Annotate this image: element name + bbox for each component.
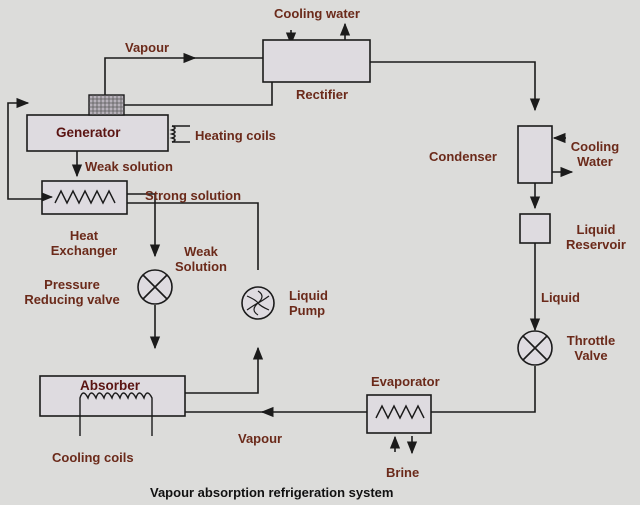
label-throttle-valve: Throttle Valve (566, 333, 616, 363)
heat-exchanger-zigzag (54, 189, 116, 205)
heat-exchanger-box (41, 180, 128, 215)
pipe-pump-to-hx (127, 202, 259, 270)
label-vapour-top: Vapour (125, 40, 170, 55)
pipe-hx-to-generator (7, 97, 42, 200)
pipe-throttle-to-evaporator (430, 366, 536, 413)
label-pressure-reducing-valve: Pressure Reducing valve (24, 277, 120, 307)
diagram-caption: Vapour absorption refrigeration system (150, 485, 394, 500)
label-liquid-pump: Liquid Pump (289, 288, 328, 318)
pipe-rectifier-to-condenser (370, 61, 541, 112)
throttle-valve-symbol (517, 330, 553, 366)
heating-coil-lines (172, 125, 190, 143)
rectifier-box (262, 39, 371, 83)
label-condenser: Condenser (429, 149, 497, 164)
pipe-absorber-to-pump (185, 346, 264, 394)
label-rectifier: Rectifier (296, 87, 349, 102)
label-vapour-bottom: Vapour (238, 431, 283, 446)
pressure-reducing-valve-symbol (137, 269, 173, 305)
label-liquid: Liquid (541, 290, 580, 305)
label-heating-coils: Heating coils (195, 128, 276, 143)
label-strong-solution: Strong solution (145, 188, 242, 203)
pipe-generator-to-rectifier (104, 52, 197, 95)
generator-box (26, 114, 169, 152)
liquid-reservoir-box (519, 213, 551, 244)
label-brine: Brine (386, 465, 420, 480)
label-cooling-water-right: Cooling Water (570, 139, 620, 169)
label-absorber: Absorber (80, 378, 141, 393)
label-cooling-water-top: Cooling water (274, 6, 360, 21)
pipe-hx-to-valve (127, 193, 161, 258)
label-weak-solution-1: Weak solution (85, 159, 173, 174)
label-generator: Generator (56, 125, 121, 140)
generator-dome-hatch (89, 95, 124, 115)
absorber-cooling-coil (79, 392, 153, 436)
pipe-rectifier-return (124, 82, 273, 106)
label-weak-solution-2: Weak Solution (175, 244, 227, 274)
evaporator-zigzag (375, 404, 425, 420)
generator-dome (88, 94, 125, 116)
condenser-box (517, 125, 553, 184)
label-evaporator: Evaporator (371, 374, 440, 389)
label-liquid-reservoir: Liquid Reservoir (566, 222, 626, 252)
label-heat-exchanger: Heat Exchanger (50, 228, 118, 258)
liquid-pump-symbol (241, 286, 275, 320)
label-cooling-coils: Cooling coils (52, 450, 134, 465)
heating-coil (169, 125, 176, 143)
